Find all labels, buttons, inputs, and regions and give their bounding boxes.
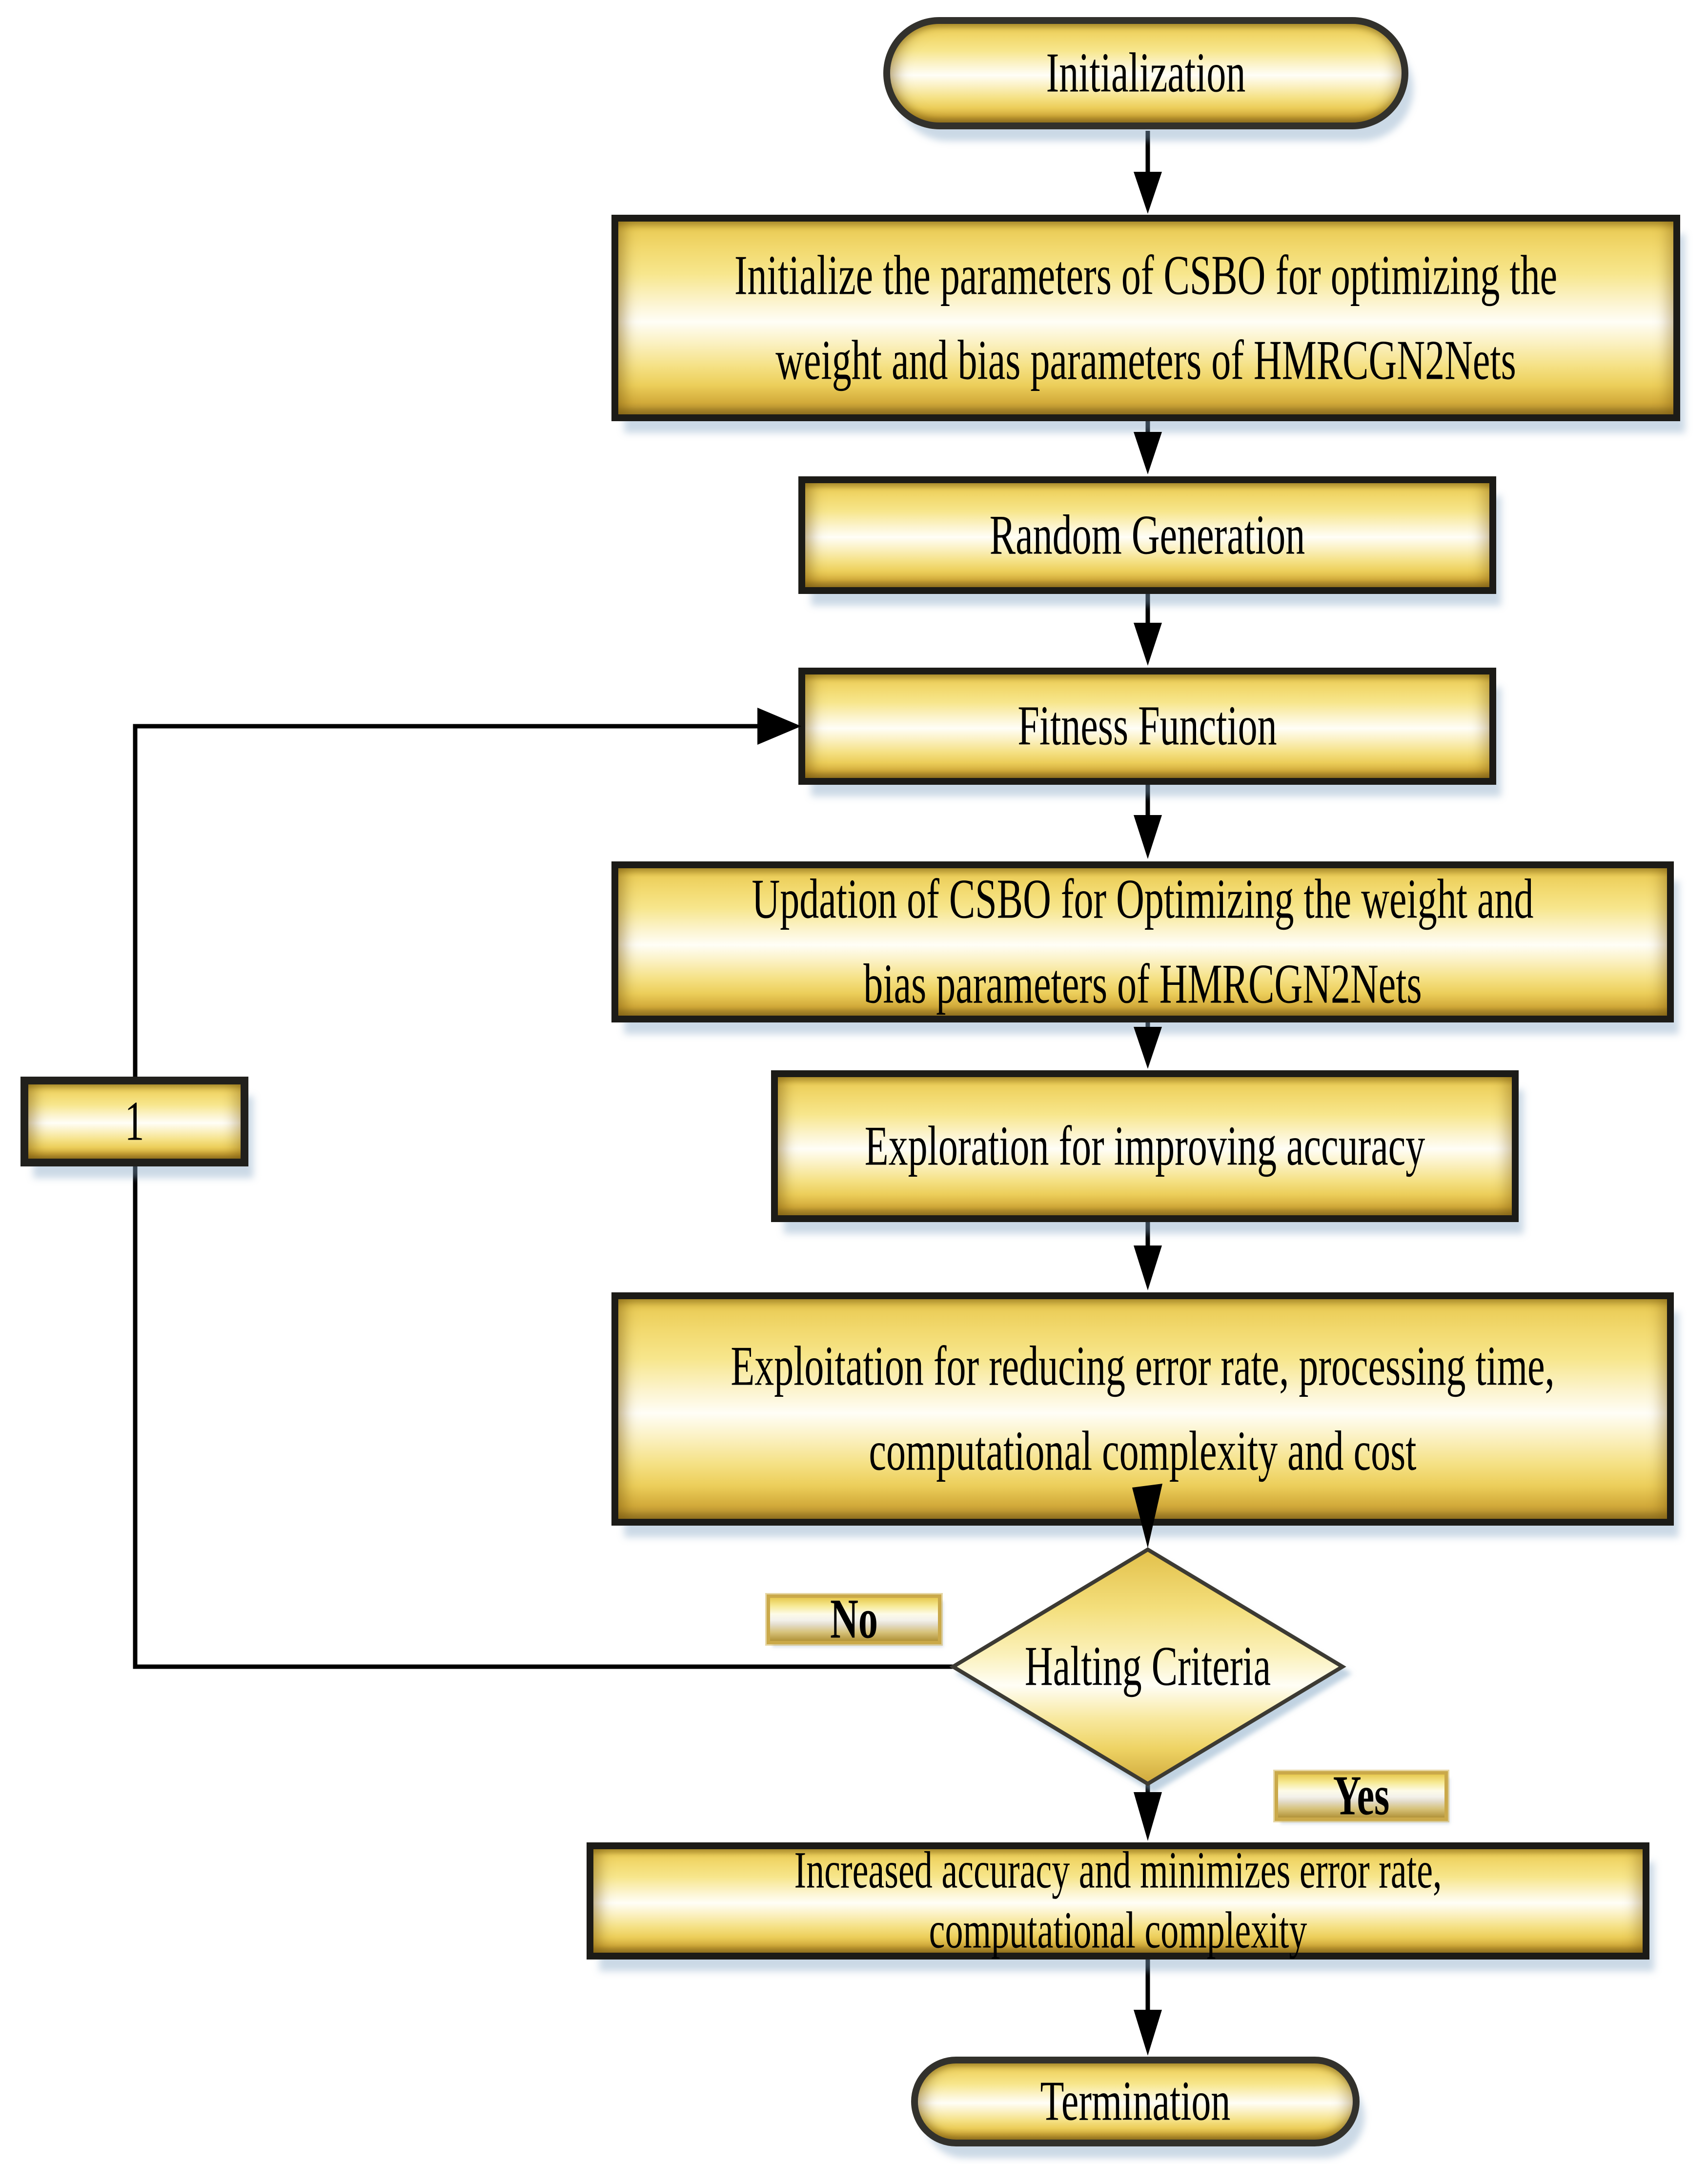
- edge-no-feedback-loop: [133, 724, 953, 1669]
- node-fitness-function-label: Fitness Function: [1017, 695, 1277, 757]
- node-initialize-parameters-label: Initialize the parameters of CSBO for op…: [734, 244, 1558, 392]
- node-random-generation: Random Generation: [798, 476, 1496, 594]
- loop-connector-label: 1: [124, 1090, 144, 1153]
- halting-criteria-diamond: [949, 1547, 1346, 1786]
- node-exploitation: Exploitation for reducing error rate, pr…: [611, 1292, 1674, 1526]
- node-updation-csbo-label: Updation of CSBO for Optimizing the weig…: [752, 868, 1534, 1016]
- node-termination: Termination: [911, 2057, 1360, 2146]
- node-loop-connector-1: 1: [20, 1077, 248, 1166]
- node-halting-criteria: Halting Criteria: [953, 1606, 1342, 1728]
- node-increased-accuracy-label: Increased accuracy and minimizes error r…: [794, 1841, 1442, 1960]
- node-initialize-parameters: Initialize the parameters of CSBO for op…: [611, 215, 1680, 421]
- node-initialization: Initialization: [883, 17, 1408, 129]
- node-halting-criteria-label: Halting Criteria: [1024, 1635, 1271, 1698]
- no-label-text: No: [830, 1588, 878, 1651]
- node-random-generation-label: Random Generation: [989, 504, 1305, 567]
- node-initialization-label: Initialization: [1046, 42, 1246, 104]
- node-fitness-function: Fitness Function: [798, 668, 1496, 785]
- node-increased-accuracy: Increased accuracy and minimizes error r…: [587, 1841, 1649, 1960]
- node-updation-csbo: Updation of CSBO for Optimizing the weig…: [611, 861, 1674, 1022]
- yes-label-text: Yes: [1333, 1765, 1390, 1827]
- edge-label-no: No: [767, 1588, 941, 1651]
- node-termination-label: Termination: [1040, 2070, 1231, 2133]
- node-exploration-label: Exploration for improving accuracy: [864, 1115, 1425, 1178]
- node-exploitation-label: Exploitation for reducing error rate, pr…: [731, 1335, 1555, 1483]
- node-exploration: Exploration for improving accuracy: [771, 1070, 1519, 1222]
- edge-label-yes: Yes: [1275, 1765, 1448, 1827]
